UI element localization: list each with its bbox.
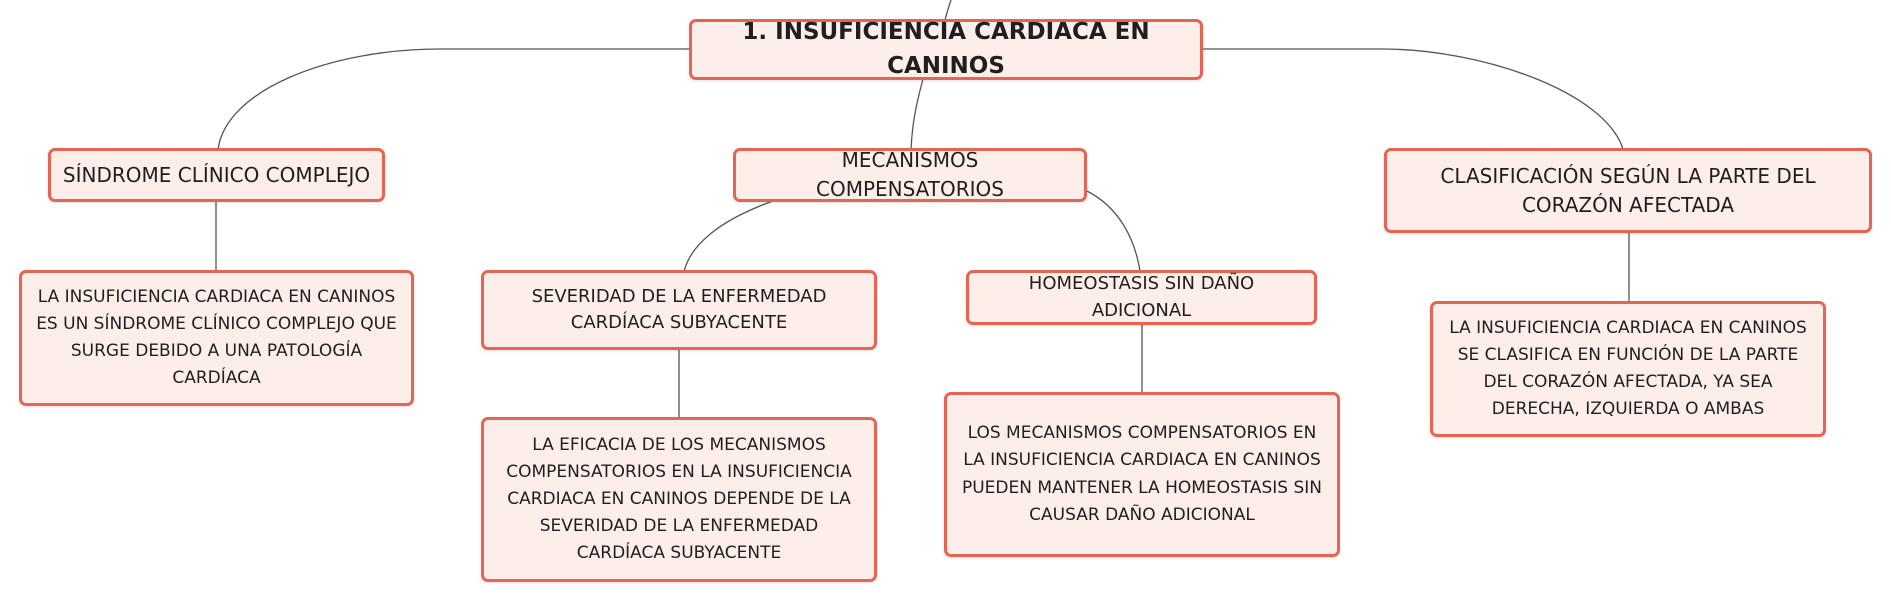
branch-node-mecanismos[interactable]: MECANISMOS COMPENSATORIOS <box>733 148 1087 202</box>
subbranch-label-homeostasis: HOMEOSTASIS SIN DAÑO ADICIONAL <box>1028 273 1255 321</box>
connector-middle-child1 <box>683 200 774 273</box>
detail-node-severidad[interactable]: LA EFICACIA DE LOS MECANISMOS COMPENSATO… <box>481 417 877 582</box>
connector-root-up <box>944 0 952 21</box>
detail-text-clasificacion: LA INSUFICIENCIA CARDIACA EN CANINOS SE … <box>1449 317 1807 420</box>
branch-node-clasificacion[interactable]: CLASIFICACIÓN SEGÚN LA PARTE DEL CORAZÓN… <box>1384 148 1872 233</box>
connector-middle-child2 <box>1086 190 1141 272</box>
detail-node-clasificacion[interactable]: LA INSUFICIENCIA CARDIACA EN CANINOS SE … <box>1430 301 1826 437</box>
branch-label-clasificacion: CLASIFICACIÓN SEGÚN LA PARTE DEL CORAZÓN… <box>1440 163 1816 217</box>
branch-label-mecanismos: MECANISMOS COMPENSATORIOS <box>815 148 1004 201</box>
detail-text-sindrome: LA INSUFICIENCIA CARDIACA EN CANINOS ES … <box>36 286 397 389</box>
root-label: 1. INSUFICIENCIA CARDIACA EN CANINOS <box>742 19 1150 79</box>
branch-label-sindrome: SÍNDROME CLÍNICO COMPLEJO <box>62 162 371 187</box>
root-node[interactable]: 1. INSUFICIENCIA CARDIACA EN CANINOS <box>689 19 1203 80</box>
detail-text-homeostasis: LOS MECANISMOS COMPENSATORIOS EN LA INSU… <box>961 423 1323 525</box>
connector-root-left <box>217 48 690 151</box>
connector-root-right <box>1202 48 1624 150</box>
detail-text-severidad: LA EFICACIA DE LOS MECANISMOS COMPENSATO… <box>506 434 852 564</box>
subbranch-label-severidad: SEVERIDAD DE LA ENFERMEDAD CARDÍACA SUBY… <box>531 285 827 333</box>
subbranch-node-severidad[interactable]: SEVERIDAD DE LA ENFERMEDAD CARDÍACA SUBY… <box>481 270 877 350</box>
branch-node-sindrome[interactable]: SÍNDROME CLÍNICO COMPLEJO <box>48 148 385 202</box>
detail-node-sindrome[interactable]: LA INSUFICIENCIA CARDIACA EN CANINOS ES … <box>19 270 414 406</box>
detail-node-homeostasis[interactable]: LOS MECANISMOS COMPENSATORIOS EN LA INSU… <box>944 392 1340 557</box>
connector-root-middle <box>910 78 924 151</box>
subbranch-node-homeostasis[interactable]: HOMEOSTASIS SIN DAÑO ADICIONAL <box>966 270 1317 325</box>
